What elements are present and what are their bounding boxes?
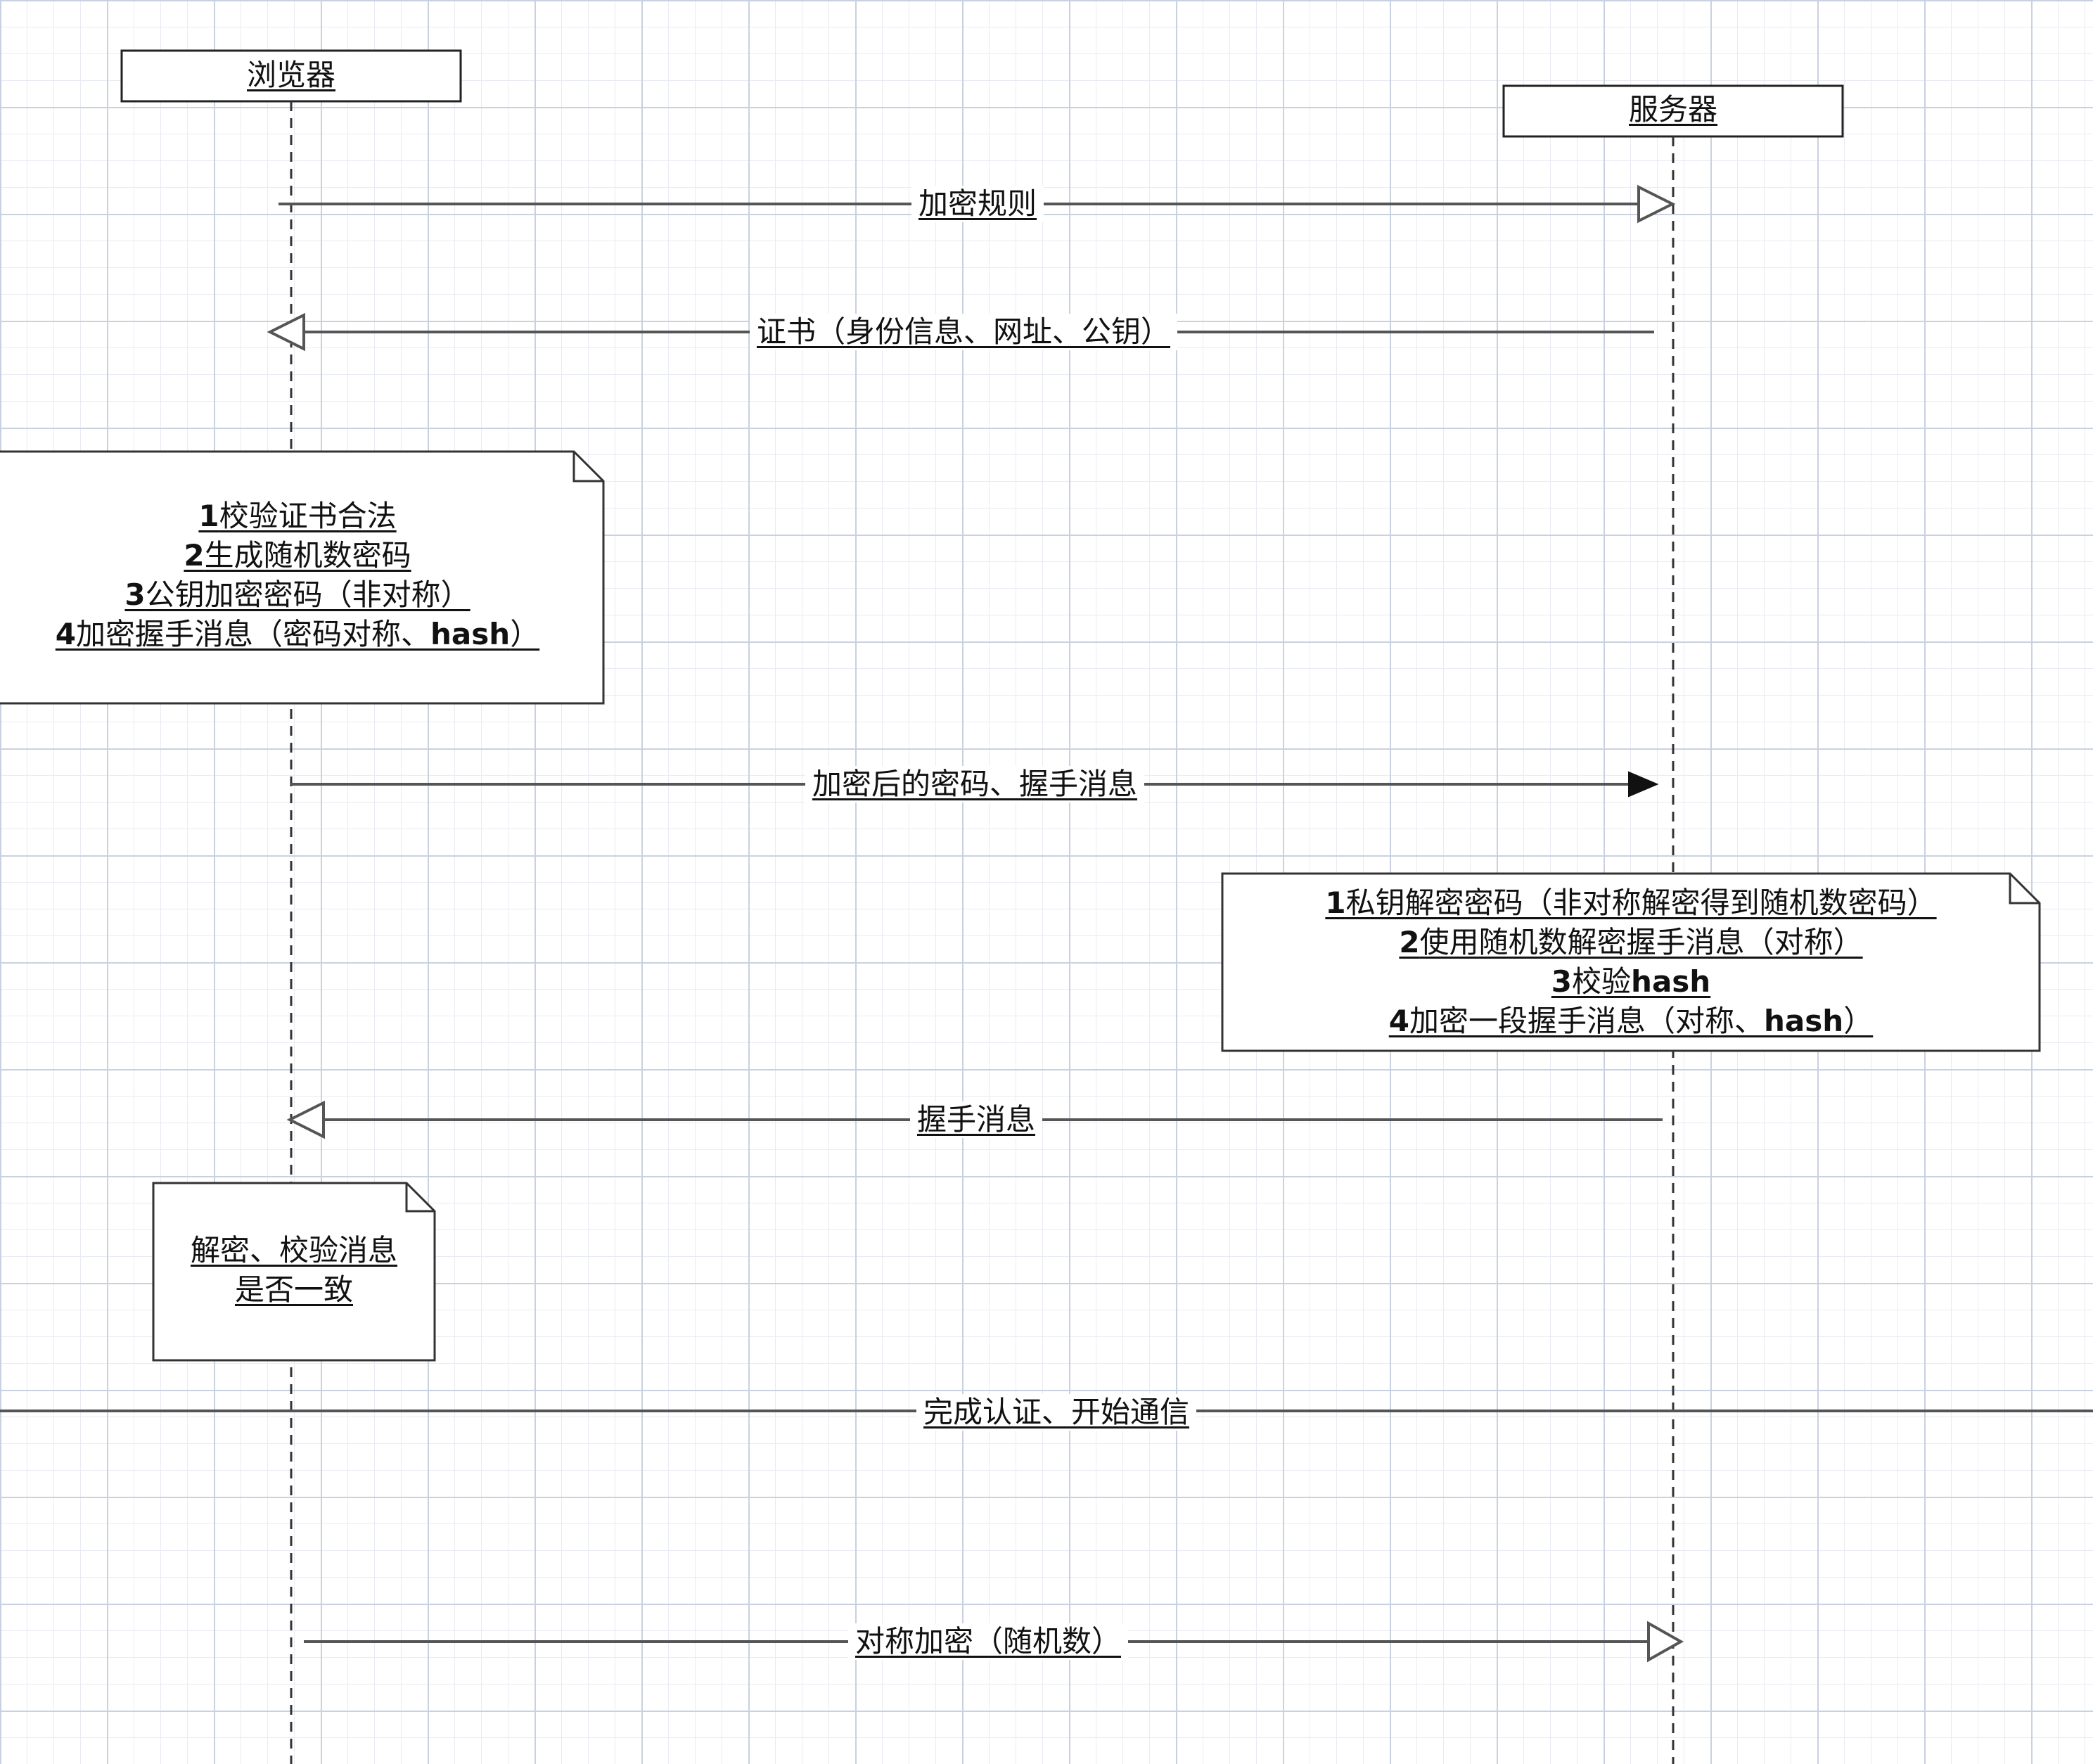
browser-step-2: 2生成随机数密码 bbox=[184, 538, 411, 573]
verify-note: 解密、校验消息 是否一致 bbox=[153, 1231, 435, 1310]
server-actor-box[interactable] bbox=[1502, 84, 1844, 138]
browser-steps-note: 1校验证书合法 2生成随机数密码 3公钥加密密码（非对称） 4加密握手消息（密码… bbox=[0, 497, 595, 654]
server-step-1: 1私钥解密密码（非对称解密得到随机数密码） bbox=[1325, 886, 1937, 920]
browser-actor-label[interactable]: 浏览器 bbox=[246, 58, 336, 92]
separator-label: 完成认证、开始通信 bbox=[916, 1394, 1197, 1431]
server-steps-note-shape[interactable] bbox=[1221, 872, 2041, 1052]
server-actor-label[interactable]: 服务器 bbox=[1628, 92, 1718, 127]
browser-step-1: 1校验证书合法 bbox=[198, 499, 397, 533]
verify-note-shape[interactable] bbox=[152, 1182, 436, 1362]
message-label-6: 对称加密（随机数） bbox=[847, 1623, 1129, 1660]
verify-line-1: 解密、校验消息 bbox=[190, 1233, 397, 1267]
browser-steps-note-fold bbox=[572, 452, 603, 482]
message-arrowhead-6 bbox=[1647, 1621, 1684, 1663]
browser-step-3: 3公钥加密密码（非对称） bbox=[124, 577, 471, 612]
message-label-3: 加密后的密码、握手消息 bbox=[805, 766, 1145, 803]
message-arrowhead-2 bbox=[267, 312, 305, 352]
message-label-2: 证书（身份信息、网址、公钥） bbox=[749, 314, 1178, 350]
browser-step-4: 4加密握手消息（密码对称、hash） bbox=[55, 617, 540, 651]
server-step-2: 2使用随机数解密握手消息（对称） bbox=[1399, 925, 1863, 959]
message-arrowhead-3 bbox=[1628, 771, 1659, 798]
server-step-4: 4加密一段握手消息（对称、hash） bbox=[1388, 1004, 1874, 1038]
verify-note-fold bbox=[405, 1183, 435, 1213]
message-label-4: 握手消息 bbox=[909, 1101, 1043, 1138]
message-arrowhead-1 bbox=[1637, 184, 1676, 224]
browser-actor-box[interactable] bbox=[120, 49, 462, 103]
server-steps-note: 1私钥解密密码（非对称解密得到随机数密码） 2使用随机数解密握手消息（对称） 3… bbox=[1222, 883, 2040, 1041]
verify-line-2: 是否一致 bbox=[234, 1272, 353, 1307]
server-steps-note-fold bbox=[2009, 874, 2040, 905]
browser-steps-note-shape[interactable] bbox=[0, 450, 605, 705]
server-step-3: 3校验hash bbox=[1551, 964, 1711, 999]
message-arrowhead-4 bbox=[286, 1100, 325, 1139]
message-label-1: 加密规则 bbox=[911, 186, 1044, 222]
